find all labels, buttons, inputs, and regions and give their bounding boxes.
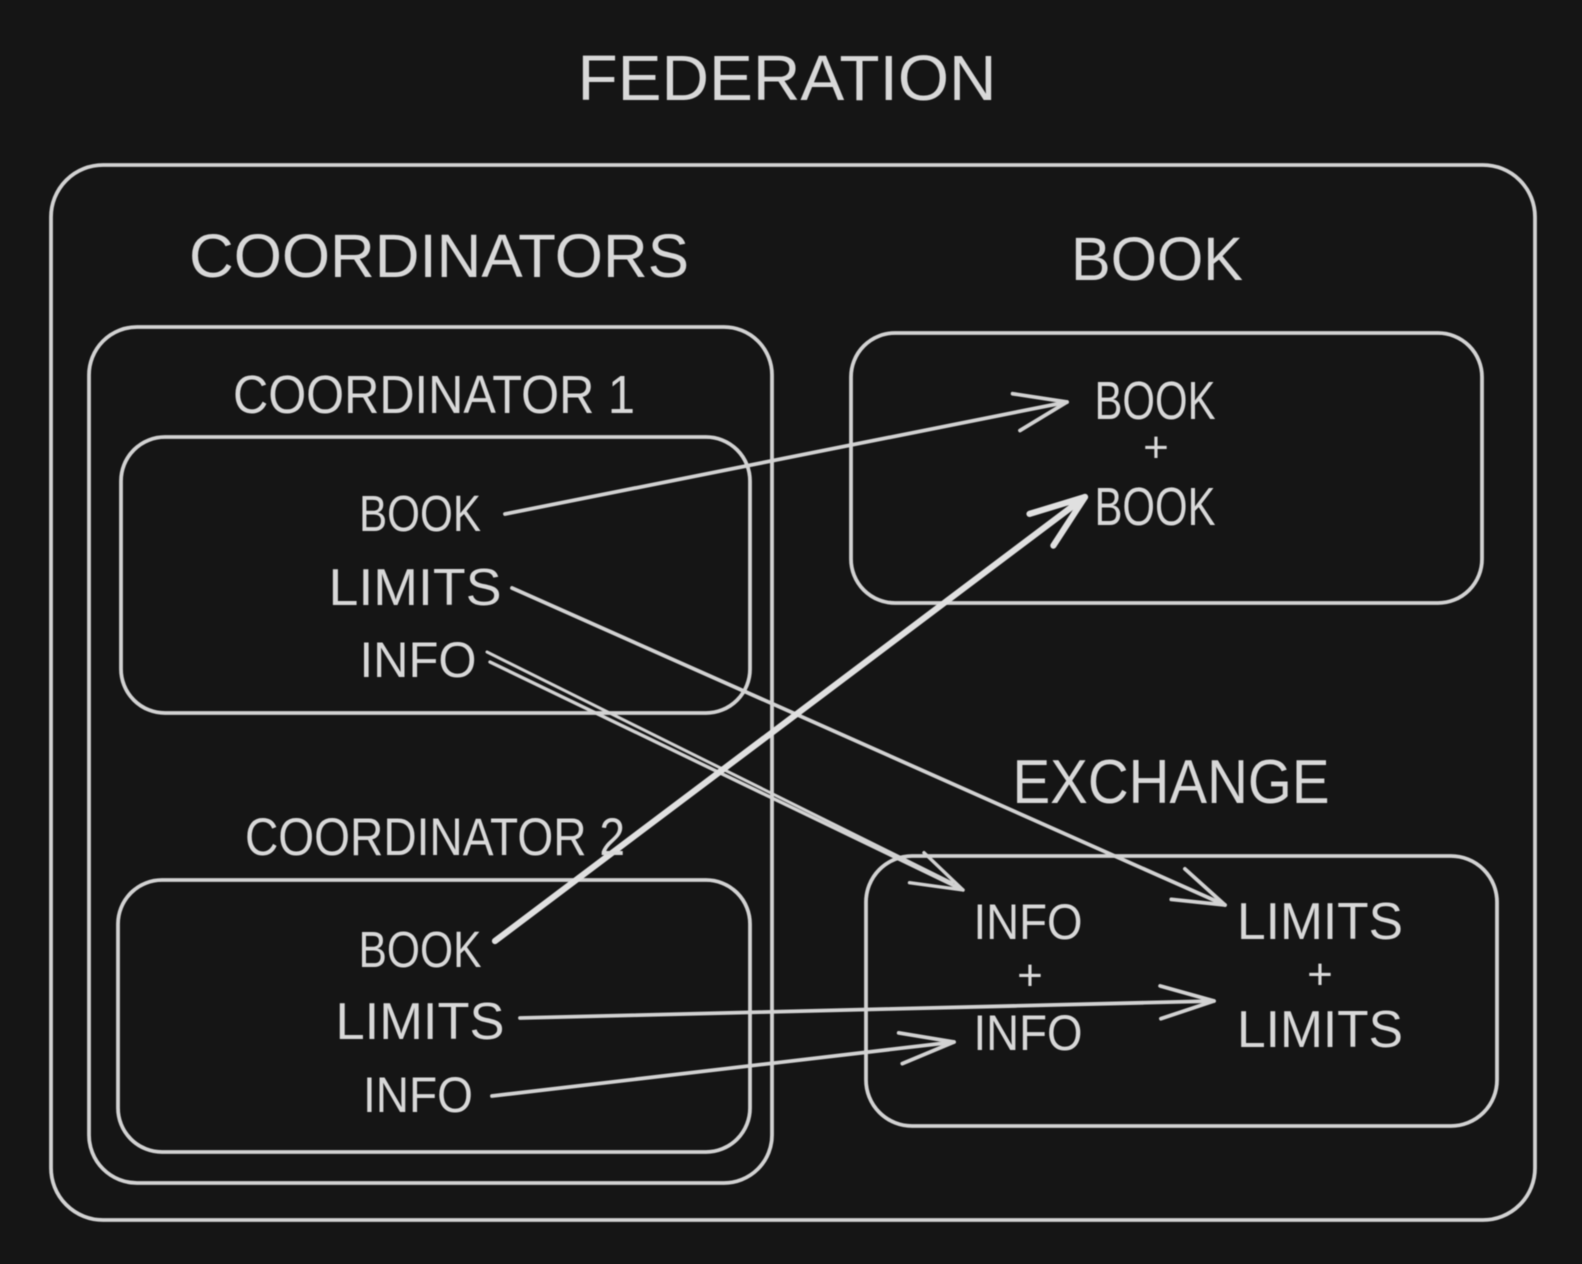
svg-text:BOOK: BOOK (1095, 477, 1216, 537)
svg-text:COORDINATOR 1: COORDINATOR 1 (233, 365, 635, 425)
svg-text:INFO: INFO (974, 1005, 1083, 1061)
svg-text:+: + (1143, 423, 1169, 472)
svg-text:BOOK: BOOK (359, 485, 481, 542)
svg-text:COORDINATOR 2: COORDINATOR 2 (245, 808, 625, 867)
svg-text:LIMITS: LIMITS (329, 559, 502, 617)
svg-text:INFO: INFO (974, 894, 1083, 950)
svg-text:EXCHANGE: EXCHANGE (1013, 748, 1330, 817)
svg-text:BOOK: BOOK (359, 921, 482, 978)
svg-text:LIMITS: LIMITS (1237, 1001, 1403, 1059)
svg-text:INFO: INFO (360, 632, 477, 688)
svg-text:BOOK: BOOK (1095, 371, 1216, 431)
svg-text:+: + (1307, 950, 1333, 999)
svg-text:+: + (1017, 951, 1043, 1000)
svg-text:LIMITS: LIMITS (1237, 893, 1403, 951)
svg-text:BOOK: BOOK (1071, 225, 1243, 293)
svg-text:LIMITS: LIMITS (336, 993, 505, 1051)
svg-text:INFO: INFO (363, 1067, 473, 1123)
svg-text:FEDERATION: FEDERATION (578, 42, 997, 114)
svg-text:COORDINATORS: COORDINATORS (189, 222, 689, 290)
